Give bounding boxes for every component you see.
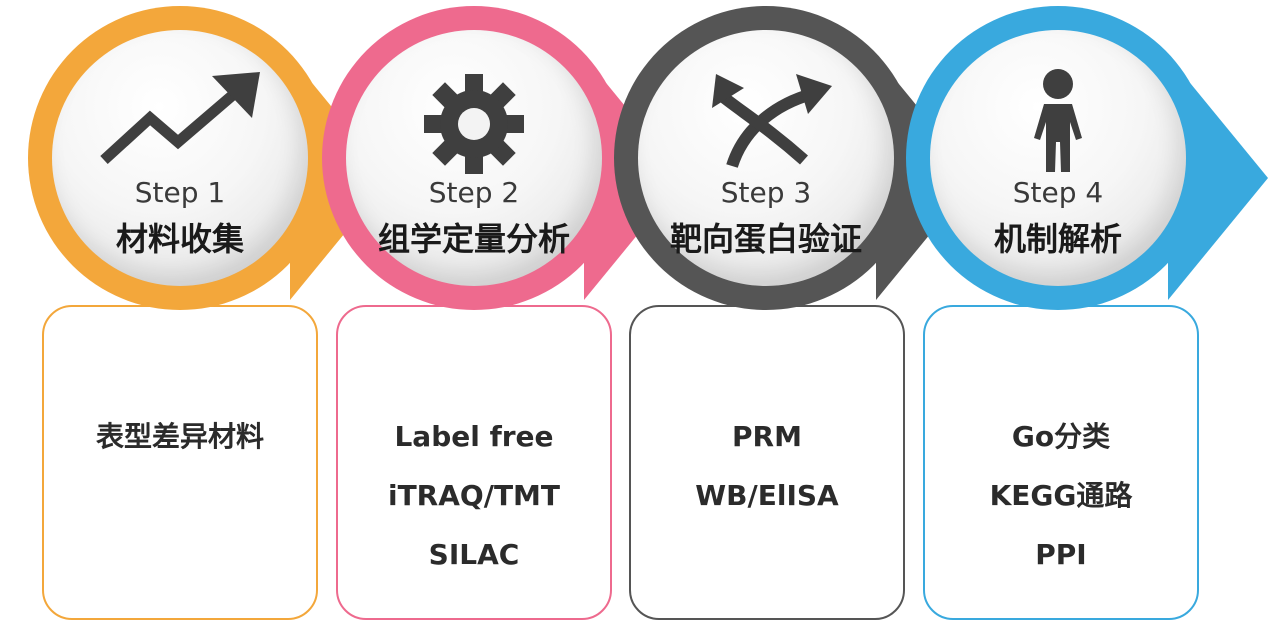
step-2-item: iTRAQ/TMT xyxy=(387,479,561,512)
step-1-ring: Step 1 材料收集 xyxy=(28,6,398,312)
step-2-box: Label free iTRAQ/TMT SILAC xyxy=(336,305,612,620)
crossed-arrows-icon xyxy=(712,74,832,168)
step-1-items: 表型差异材料 xyxy=(44,407,316,466)
gear-icon xyxy=(424,74,524,174)
step-4-item: KEGG通路 xyxy=(989,479,1133,512)
step-3-box: PRM WB/ElISA xyxy=(629,305,905,620)
step-2-title: 组学定量分析 xyxy=(377,220,570,258)
step-1-box: 表型差异材料 xyxy=(42,305,318,620)
step-4-item: PPI xyxy=(1035,538,1087,571)
step-3-ring: Step 3 靶向蛋白验证 xyxy=(614,6,984,312)
step-3-items: PRM WB/ElISA xyxy=(631,407,903,525)
step-2-items: Label free iTRAQ/TMT SILAC xyxy=(338,407,610,584)
step-3-disc xyxy=(638,30,894,286)
step-2-item: Label free xyxy=(394,420,554,453)
step-4-items: Go分类 KEGG通路 PPI xyxy=(925,407,1197,584)
step-2-item: SILAC xyxy=(428,538,520,571)
step-3-item: WB/ElISA xyxy=(695,479,839,512)
step-3-title: 靶向蛋白验证 xyxy=(669,220,862,258)
step-4-title: 机制解析 xyxy=(993,220,1122,258)
step-4-ring: Step 4 机制解析 xyxy=(906,6,1276,312)
step-3-label: Step 3 xyxy=(720,176,812,209)
step-1-disc xyxy=(52,30,308,286)
step-4-box: Go分类 KEGG通路 PPI xyxy=(923,305,1199,620)
person-icon xyxy=(1034,69,1082,172)
trend-arrow-icon xyxy=(100,72,260,165)
step-1-item: 表型差异材料 xyxy=(95,420,264,453)
step-1-title: 材料收集 xyxy=(115,220,244,258)
step-4-item: Go分类 xyxy=(1011,420,1111,453)
step-3-item: PRM xyxy=(732,420,802,453)
step-2-label: Step 2 xyxy=(428,176,520,209)
step-4-label: Step 4 xyxy=(1012,176,1104,209)
step-1-label: Step 1 xyxy=(134,176,226,209)
step-2-ring: Step 2 组学定量分析 xyxy=(322,6,692,312)
